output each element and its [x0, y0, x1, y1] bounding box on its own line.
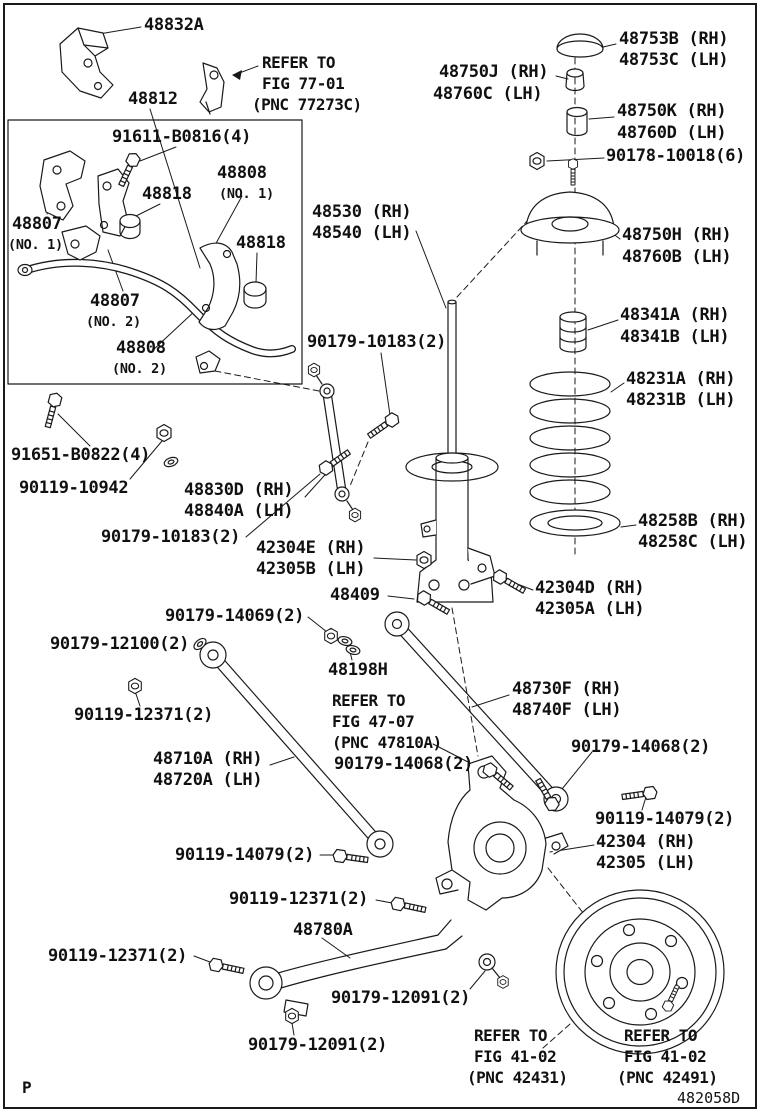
bushing-48818-b: [243, 281, 267, 309]
label-48818-a: 48818: [142, 184, 192, 204]
label-91611-b0816: 91611-B0816(4): [112, 127, 252, 147]
label-42305b-lh: 42305B (LH): [256, 559, 366, 579]
knuckle-42304: [435, 755, 569, 911]
clamp-48808-no2: [198, 242, 241, 331]
note-fig41a-line3: (PNC 42431): [467, 1068, 568, 1087]
label-90119-10942: 90119-10942: [19, 478, 129, 498]
label-42304-rh: 42304 (RH): [596, 832, 696, 852]
label-48840a-lh: 48840A (LH): [184, 501, 294, 521]
bracket-77273c: [199, 62, 225, 115]
label-48760b-lh: 48760B (LH): [622, 247, 732, 267]
label-90179-14068-b: 90179-14068(2): [571, 737, 711, 757]
label-48258b-rh: 48258B (RH): [638, 511, 748, 531]
label-48808-no1-sub: (NO. 1): [219, 186, 274, 202]
label-48750j-rh: 48750J (RH): [439, 62, 549, 82]
label-90179-10183-b: 90179-10183(2): [101, 527, 241, 547]
label-90119-14079-a: 90119-14079(2): [175, 845, 315, 865]
label-90179-12091-a: 90179-12091(2): [331, 988, 471, 1008]
shock-absorber-48530: [405, 299, 499, 603]
label-48231b-lh: 48231B (LH): [626, 390, 736, 410]
label-42304d-rh: 42304D (RH): [535, 578, 645, 598]
doc-number: 482058D: [677, 1089, 741, 1107]
label-48760c-lh: 48760C (LH): [433, 84, 543, 104]
stud-90179-12091-a: [478, 953, 509, 989]
label-48760d-lh: 48760D (LH): [617, 123, 727, 143]
label-90179-12100: 90179-12100(2): [50, 634, 190, 654]
note-fig77-line2: FIG 77-01: [262, 74, 345, 93]
collar-48750k: [566, 106, 588, 137]
bracket-48807-no1: [39, 150, 86, 221]
label-90178-10018: 90178-10018(6): [606, 146, 746, 166]
label-90119-12371-a: 90119-12371(2): [74, 705, 214, 725]
label-90179-10183-a: 90179-10183(2): [307, 332, 447, 352]
note-fig41b-line2: FIG 41-02: [624, 1047, 707, 1066]
label-48710a-rh: 48710A (RH): [153, 749, 263, 769]
label-48720a-lh: 48720A (LH): [153, 770, 263, 790]
note-fig41a-line2: FIG 41-02: [474, 1047, 557, 1066]
label-48540-lh: 48540 (LH): [312, 223, 412, 243]
label-48808-no2-sub: (NO. 2): [112, 361, 167, 377]
label-48807-no2-sub: (NO. 2): [86, 314, 141, 330]
coil-spring-48231a: [529, 371, 611, 505]
label-48341b-lh: 48341B (LH): [620, 327, 730, 347]
label-48730f-rh: 48730F (RH): [512, 679, 622, 699]
bracket-48832a: [59, 27, 114, 99]
spring-seat-48258b: [529, 509, 621, 537]
stabilizer-bar-48812: [17, 258, 296, 374]
label-90179-14069: 90179-14069(2): [165, 606, 305, 626]
bracket-48807-no2: [61, 225, 101, 261]
label-48818-b: 48818: [236, 233, 286, 253]
support-48750h: [520, 191, 620, 256]
label-48258c-lh: 48258C (LH): [638, 532, 748, 552]
label-48780a: 48780A: [293, 920, 353, 940]
note-fig77-line3: (PNC 77273C): [252, 95, 362, 114]
label-42304e-rh: 42304E (RH): [256, 538, 366, 558]
note-fig47-line1: REFER TO: [332, 691, 406, 710]
label-48807-no1: 48807: [12, 214, 62, 234]
label-48409: 48409: [330, 585, 380, 605]
note-fig77-line1: REFER TO: [262, 53, 336, 72]
bushing-48818-a: [119, 213, 141, 240]
label-48530-rh: 48530 (RH): [312, 202, 412, 222]
label-90119-14079-b: 90119-14079(2): [595, 809, 735, 829]
bumper-48341a: [559, 311, 587, 353]
label-90179-12091-b: 90179-12091(2): [248, 1035, 388, 1055]
label-48808-no2: 48808: [116, 338, 166, 358]
label-42305a-lh: 42305A (LH): [535, 599, 645, 619]
label-90119-12371-b: 90119-12371(2): [229, 889, 369, 909]
cushion-48750j: [565, 68, 585, 92]
label-48807-no2: 48807: [90, 291, 140, 311]
cap-48753b: [556, 33, 604, 58]
label-91651-b0822: 91651-B0822(4): [11, 445, 151, 465]
note-fig41b-line1: REFER TO: [624, 1026, 698, 1045]
label-48753b-rh: 48753B (RH): [619, 29, 729, 49]
note-fig41a-line1: REFER TO: [474, 1026, 548, 1045]
label-48808-no1: 48808: [217, 163, 267, 183]
arm-48710a: [191, 635, 394, 858]
stabilizer-detail-box: [7, 119, 303, 385]
label-90119-12371-c: 90119-12371(2): [48, 946, 188, 966]
label-48740f-lh: 48740F (LH): [512, 700, 622, 720]
label-48812: 48812: [128, 89, 178, 109]
note-fig41b-line3: (PNC 42491): [617, 1068, 718, 1087]
label-48750k-rh: 48750K (RH): [617, 101, 727, 121]
label-48231a-rh: 48231A (RH): [626, 369, 736, 389]
label-48753c-lh: 48753C (LH): [619, 50, 729, 70]
label-48198h: 48198H: [328, 660, 388, 680]
brake-disc: [555, 889, 725, 1055]
corner-mark: P: [22, 1078, 32, 1097]
stabilizer-link-48830d: [307, 362, 362, 523]
label-48830d-rh: 48830D (RH): [184, 480, 294, 500]
label-48750h-rh: 48750H (RH): [622, 225, 732, 245]
label-48832a: 48832A: [144, 15, 204, 35]
label-48807-no1-sub: (NO. 1): [8, 237, 63, 253]
label-48341a-rh: 48341A (RH): [620, 305, 730, 325]
label-42305-lh: 42305 (LH): [596, 853, 696, 873]
note-fig47-line2: FIG 47-07: [332, 712, 415, 731]
note-fig47-line3: (PNC 47810A): [332, 733, 442, 752]
leader-lines: [46, 26, 647, 1036]
label-90179-14068-a: 90179-14068(2): [334, 754, 474, 774]
